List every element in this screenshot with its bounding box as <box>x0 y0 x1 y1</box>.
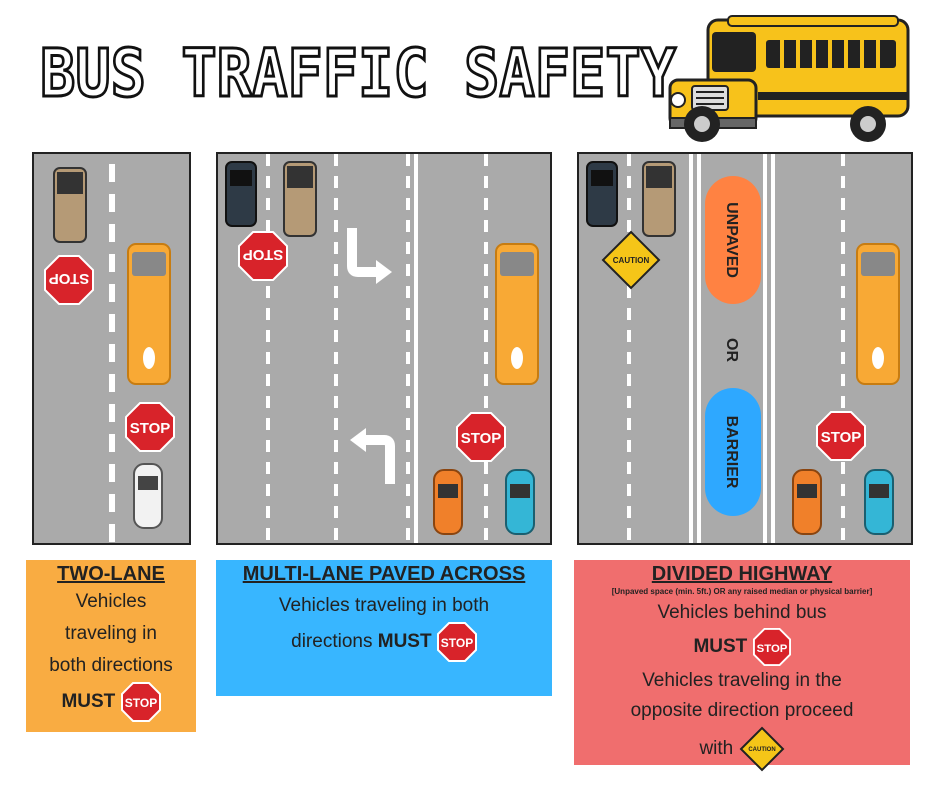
divided-line-3: opposite direction proceed <box>630 700 854 721</box>
stop-sign-icon: STOP <box>752 628 791 666</box>
black-suv-icon <box>586 161 618 227</box>
stop-sign-icon: STOP <box>125 402 175 452</box>
svg-text:STOP: STOP <box>756 643 787 655</box>
divided-highway-road-diagram: CAUTION UNPAVED OR BARRIER STOP <box>577 152 913 545</box>
black-suv-icon <box>225 161 257 227</box>
school-bus-icon <box>127 243 171 385</box>
two-lane-heading: TWO-LANE <box>57 563 165 585</box>
stop-sign-icon: STOP <box>238 231 288 281</box>
divided-with-row: with CAUTION <box>574 726 910 772</box>
divided-highway-heading: DIVIDED HIGHWAY <box>651 563 833 585</box>
page-title: BUS TRAFFIC SAFETY <box>40 35 676 112</box>
pickup-truck-icon <box>642 161 676 237</box>
two-lane-must-row: MUST STOP <box>26 682 196 722</box>
svg-text:STOP: STOP <box>49 270 90 287</box>
multi-lane-line-1: Vehicles traveling in both <box>278 595 490 616</box>
median-unpaved-pill <box>705 176 761 304</box>
caution-sign-icon: CAUTION <box>739 726 784 772</box>
two-lane-info-box: TWO-LANE Vehicles traveling in both dire… <box>26 560 196 732</box>
divided-line-1: Vehicles behind bus <box>657 602 827 623</box>
multi-lane-must-row: directions MUST STOP <box>216 622 552 662</box>
svg-text:STOP: STOP <box>130 420 171 437</box>
caution-sign-icon: CAUTION <box>601 230 661 290</box>
divided-highway-note: [Unpaved space (min. 5ft.) OR any raised… <box>611 587 873 596</box>
title-banner: BUS TRAFFIC SAFETY <box>40 34 678 114</box>
stop-sign-icon: STOP <box>44 255 94 305</box>
two-lane-line-2: traveling in <box>65 623 157 644</box>
median-barrier-label: BARRIER <box>723 416 740 489</box>
multi-lane-must: MUST <box>377 631 432 653</box>
left-turn-arrow-icon <box>364 435 395 484</box>
multi-lane-info-box: MULTI-LANE PAVED ACROSS Vehicles traveli… <box>216 560 552 696</box>
orange-car-icon <box>433 469 463 535</box>
pickup-truck-icon <box>283 161 317 237</box>
multi-lane-heading: MULTI-LANE PAVED ACROSS <box>242 563 526 585</box>
two-lane-must: MUST <box>61 691 116 713</box>
pickup-truck-icon <box>53 167 87 243</box>
multi-lane-line-2: directions <box>291 631 373 653</box>
divided-line-2: Vehicles traveling in the <box>642 670 842 691</box>
svg-text:STOP: STOP <box>124 696 156 710</box>
svg-text:STOP: STOP <box>821 429 862 446</box>
stop-sign-icon: STOP <box>816 411 866 461</box>
svg-text:STOP: STOP <box>461 430 502 447</box>
median-barrier-pill <box>705 388 761 516</box>
divided-highway-info-box: DIVIDED HIGHWAY [Unpaved space (min. 5ft… <box>574 560 910 772</box>
two-lane-line-1: Vehicles <box>75 591 147 612</box>
svg-text:STOP: STOP <box>243 246 284 263</box>
divided-must: MUST <box>693 636 748 658</box>
svg-text:STOP: STOP <box>441 636 473 650</box>
school-bus-icon <box>495 243 539 385</box>
two-lane-road-diagram: STOP STOP <box>32 152 191 545</box>
blue-car-icon <box>505 469 535 535</box>
median-or-label: OR <box>723 338 740 362</box>
orange-car-icon <box>792 469 822 535</box>
divided-must-row: MUST STOP <box>574 628 910 666</box>
two-lane-line-3: both directions <box>49 655 173 676</box>
svg-text:CAUTION: CAUTION <box>748 747 775 753</box>
white-car-icon <box>133 463 163 529</box>
stop-sign-icon: STOP <box>456 412 506 462</box>
svg-text:CAUTION: CAUTION <box>613 256 650 265</box>
divided-with: with <box>699 738 734 760</box>
stop-sign-icon: STOP <box>436 622 477 662</box>
multi-lane-road-diagram: STOP STOP <box>216 152 552 545</box>
blue-car-icon <box>864 469 894 535</box>
stop-sign-icon: STOP <box>120 682 161 722</box>
median-unpaved-label: UNPAVED <box>723 202 740 278</box>
right-turn-arrow-icon <box>347 228 378 277</box>
school-bus-icon <box>668 15 910 142</box>
school-bus-icon <box>856 243 900 385</box>
